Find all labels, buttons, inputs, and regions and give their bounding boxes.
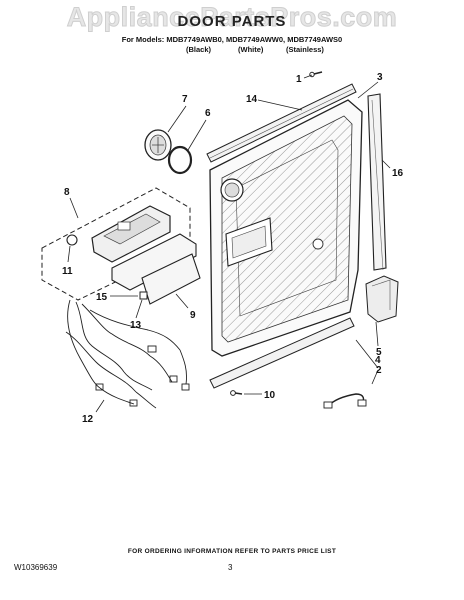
leader-lines: [67, 74, 391, 413]
screw-part-1: [309, 71, 323, 78]
callout-2: 2: [376, 365, 382, 376]
callout-6: 6: [205, 108, 211, 119]
watermark: AppliancePartsPros.com: [66, 2, 398, 33]
models-line: For Models: MDB7749AWB0, MDB7749AWW0, MD…: [121, 35, 343, 44]
vent-ring-gasket: [167, 145, 193, 175]
ordering-note: FOR ORDERING INFORMATION REFER TO PARTS …: [127, 548, 337, 555]
wire-harness-main: [65, 299, 190, 409]
callout-13: 13: [130, 320, 142, 331]
control-panel-board: [111, 233, 201, 305]
callout-4: 4: [375, 355, 381, 366]
callout-5: 5: [376, 347, 382, 358]
callout-14: 14: [246, 94, 258, 105]
document-number: W10369639: [14, 563, 58, 572]
callout-3: 3: [377, 72, 383, 83]
door-gasket-top: [206, 83, 357, 163]
callout-12: 12: [82, 414, 94, 425]
hinge-bracket: [365, 275, 399, 323]
inner-door-panel: [209, 99, 363, 357]
color-stainless: (Stainless): [286, 45, 324, 54]
control-module-assembly: [41, 187, 191, 301]
screw-part-13: [139, 291, 148, 300]
wire-harness-small: [323, 393, 367, 409]
callout-10: 10: [264, 390, 276, 401]
page-title: DOOR PARTS: [177, 13, 287, 30]
color-black: (Black): [186, 45, 212, 54]
callout-labels: 1 2 3 4 5 6 7 8 9 10 11 12 13 14 15 16: [62, 72, 404, 425]
screw-part-10: [230, 390, 243, 396]
side-trim-strip: [367, 93, 387, 271]
bottom-trim-strip: [209, 317, 355, 389]
page-number: 3: [228, 563, 233, 572]
vent-cover: [144, 129, 172, 161]
callout-9: 9: [190, 310, 196, 321]
callout-15: 15: [96, 292, 108, 303]
callout-1: 1: [296, 74, 302, 85]
color-white: (White): [238, 45, 264, 54]
callout-8: 8: [64, 187, 70, 198]
callout-7: 7: [182, 94, 188, 105]
callout-16: 16: [392, 168, 404, 179]
callout-11: 11: [62, 266, 73, 277]
